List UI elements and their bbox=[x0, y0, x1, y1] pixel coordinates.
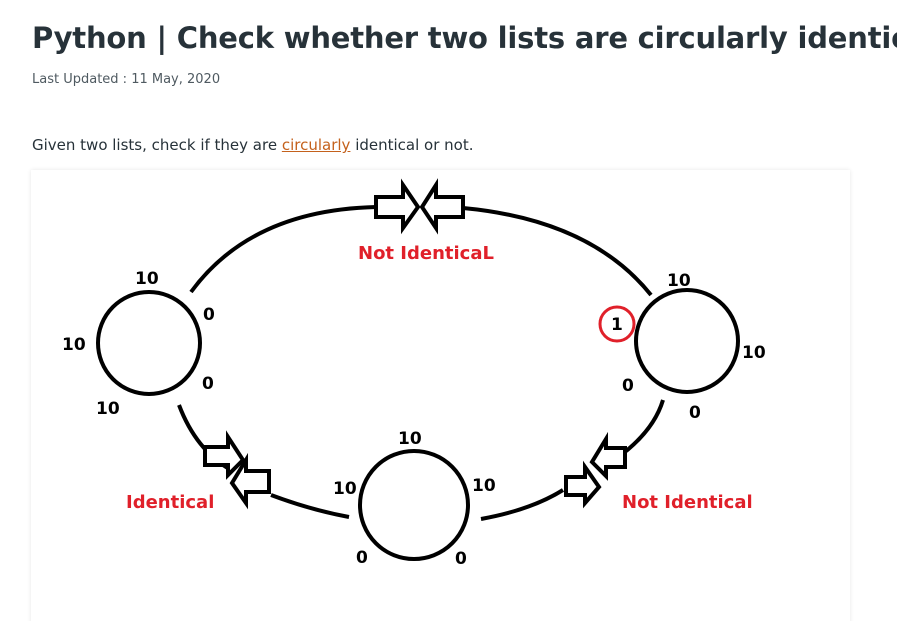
right-lower-arrow bbox=[564, 460, 602, 509]
intro-text: Given two lists, check if they are circu… bbox=[32, 136, 473, 154]
bottom-circle-bottom-left-value: 0 bbox=[356, 548, 368, 568]
right-circle-highlighted-value: 1 bbox=[611, 315, 623, 335]
right-bottom-arc bbox=[619, 399, 665, 457]
bottom-list-circle bbox=[358, 449, 470, 561]
intro-before: Given two lists, check if they are bbox=[32, 136, 282, 154]
top-arc-left bbox=[189, 205, 377, 294]
circularly-link[interactable]: circularly bbox=[281, 136, 351, 154]
bottom-circle-right-value: 10 bbox=[472, 476, 496, 496]
diagram-figure: 10 0 10 0 10 10 1 10 0 0 10 10 10 0 0 No… bbox=[31, 170, 850, 621]
left-circle-top-value: 10 bbox=[135, 269, 159, 289]
right-list-circle bbox=[634, 288, 740, 394]
top-right-pointing-arrow bbox=[374, 178, 421, 235]
right-circle-right-value: 10 bbox=[742, 343, 766, 363]
left-circle-left-value: 10 bbox=[62, 335, 86, 355]
right-comparison-label: Not Identical bbox=[622, 492, 753, 513]
left-lower-arrow bbox=[229, 452, 271, 510]
page-title: Python | Check whether two lists are cir… bbox=[32, 21, 897, 55]
right-circle-bottom-value: 0 bbox=[689, 403, 701, 423]
left-list-circle bbox=[96, 290, 202, 396]
circular-lists-diagram: 10 0 10 0 10 10 1 10 0 0 10 10 10 0 0 No… bbox=[62, 178, 766, 569]
bottom-left-arc bbox=[270, 493, 350, 519]
intro-after: identical or not. bbox=[350, 136, 474, 154]
left-circle-right-top-value: 0 bbox=[203, 305, 215, 325]
left-circle-right-bottom-value: 0 bbox=[202, 374, 214, 394]
right-circle-top-value: 10 bbox=[667, 271, 691, 291]
bottom-circle-bottom-right-value: 0 bbox=[455, 549, 467, 569]
highlight-circle bbox=[598, 305, 636, 343]
right-upper-arrow bbox=[589, 431, 627, 481]
bottom-right-arc bbox=[480, 488, 565, 521]
top-comparison-label: Not IdenticaL bbox=[358, 243, 494, 264]
top-arc-right bbox=[462, 206, 653, 297]
bottom-circle-left-value: 10 bbox=[333, 479, 357, 499]
bottom-circle-top-value: 10 bbox=[398, 429, 422, 449]
last-updated: Last Updated : 11 May, 2020 bbox=[32, 72, 221, 87]
left-circle-bottom-value: 10 bbox=[96, 399, 120, 419]
top-left-pointing-arrow bbox=[419, 178, 465, 235]
left-comparison-label: Identical bbox=[126, 492, 214, 513]
right-circle-left-bottom-value: 0 bbox=[622, 376, 634, 396]
left-upper-arrow bbox=[203, 430, 246, 480]
